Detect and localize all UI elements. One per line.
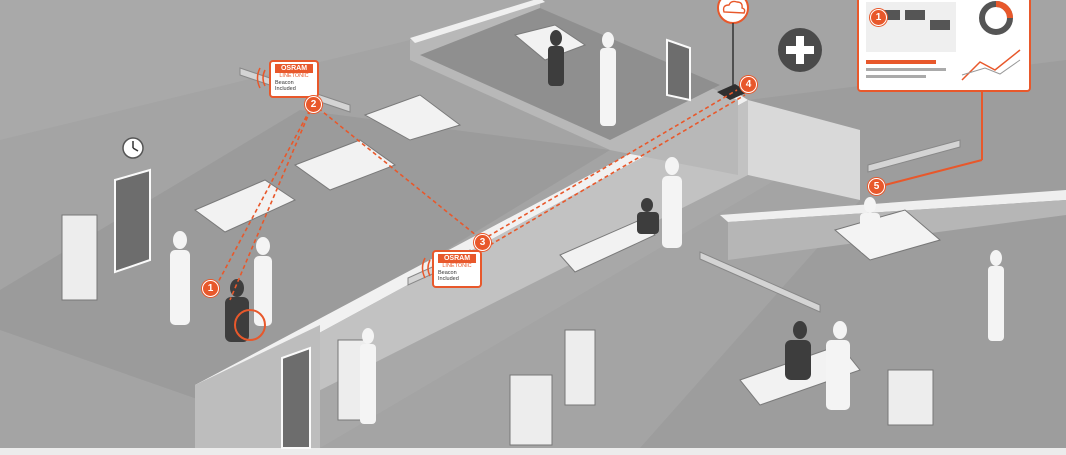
patient-silhouette: [225, 30, 811, 380]
beacon-tag: OSRAM LINETONIC Beacon Included: [269, 60, 319, 98]
cloud-icon: [717, 0, 749, 24]
beacon-note: Beacon: [438, 270, 457, 277]
dashboard-connector: [884, 159, 983, 186]
glass-wall: [748, 100, 860, 200]
beacon-brand: OSRAM: [438, 254, 476, 264]
medical-cross-icon: [778, 28, 822, 72]
marker-1: 1: [202, 280, 219, 297]
right-partition-top: [720, 190, 1066, 222]
beacon-product: LINETONIC: [442, 263, 472, 270]
wall-clock-icon: [122, 137, 144, 159]
door-lower: [281, 346, 311, 449]
upper-room-floor: [420, 8, 720, 140]
dashboard-marker-1: 1: [870, 9, 887, 26]
right-floor: [640, 60, 1066, 448]
beacon-signal-path: [214, 89, 746, 301]
ward-floor: [0, 110, 610, 400]
dashboard-panel-icon: [857, 0, 1031, 92]
upper-wall-white: [410, 0, 545, 43]
marker-3: 3: [474, 234, 491, 251]
marker-2: 2: [305, 96, 322, 113]
beacon-note: Included: [438, 275, 459, 282]
door-left: [114, 168, 151, 274]
corridor-wall-top: [195, 95, 748, 395]
beacon-brand: OSRAM: [275, 64, 313, 74]
marker-4: 4: [740, 76, 757, 93]
beacon-product: LINETONIC: [279, 73, 309, 80]
person-silhouette: [170, 32, 1004, 424]
beacon-note: Included: [275, 85, 296, 92]
wheelchair-wheel: [234, 309, 266, 341]
marker-5: 5: [868, 178, 885, 195]
door-upper: [666, 38, 691, 102]
beacon-tag: OSRAM LINETONIC Beacon Included: [432, 250, 482, 288]
equipment-cart: [61, 214, 934, 446]
beacon-note: Beacon: [275, 80, 294, 87]
